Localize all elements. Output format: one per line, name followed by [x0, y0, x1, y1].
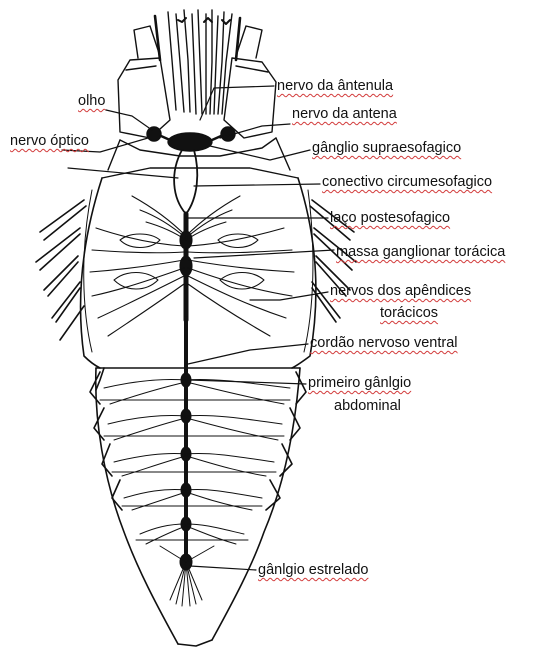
label-nervos-apendices-line1: nervos dos apêndices — [330, 283, 471, 300]
label-nervo-optico: nervo óptico — [10, 133, 89, 150]
head-region — [102, 127, 298, 214]
telson-ganglion — [160, 546, 214, 606]
abdominal-ganglia — [104, 373, 290, 544]
label-nervos-apendices-line2: torácicos — [380, 305, 438, 322]
leader-lines — [62, 86, 334, 570]
label-olho: olho — [78, 93, 105, 110]
label-ganglio-estrelado: gânlgio estrelado — [258, 562, 368, 579]
abdomen-outline — [90, 368, 306, 646]
label-primeiro-ganglio-line2: abdominal — [334, 398, 401, 415]
label-massa-ganglionar-toracica: massa ganglionar torácica — [336, 244, 505, 261]
thoracic-nerves — [90, 196, 294, 336]
label-primeiro-ganglio-line1: primeiro gânlgio — [308, 375, 411, 392]
carapace-outline — [81, 178, 316, 368]
label-nervo-antena: nervo da antena — [292, 106, 397, 123]
label-ganglio-supraesofagico: gânglio supraesofagico — [312, 140, 461, 157]
antennal-scales — [118, 26, 276, 138]
label-nervo-antenula: nervo da ântenula — [277, 78, 393, 95]
label-cordao-nervoso-ventral: cordão nervoso ventral — [310, 335, 458, 352]
label-laco-postesofagico: laço postesofagico — [330, 210, 450, 227]
label-conectivo-circumesofagico: conectivo circumesofagico — [322, 174, 492, 191]
